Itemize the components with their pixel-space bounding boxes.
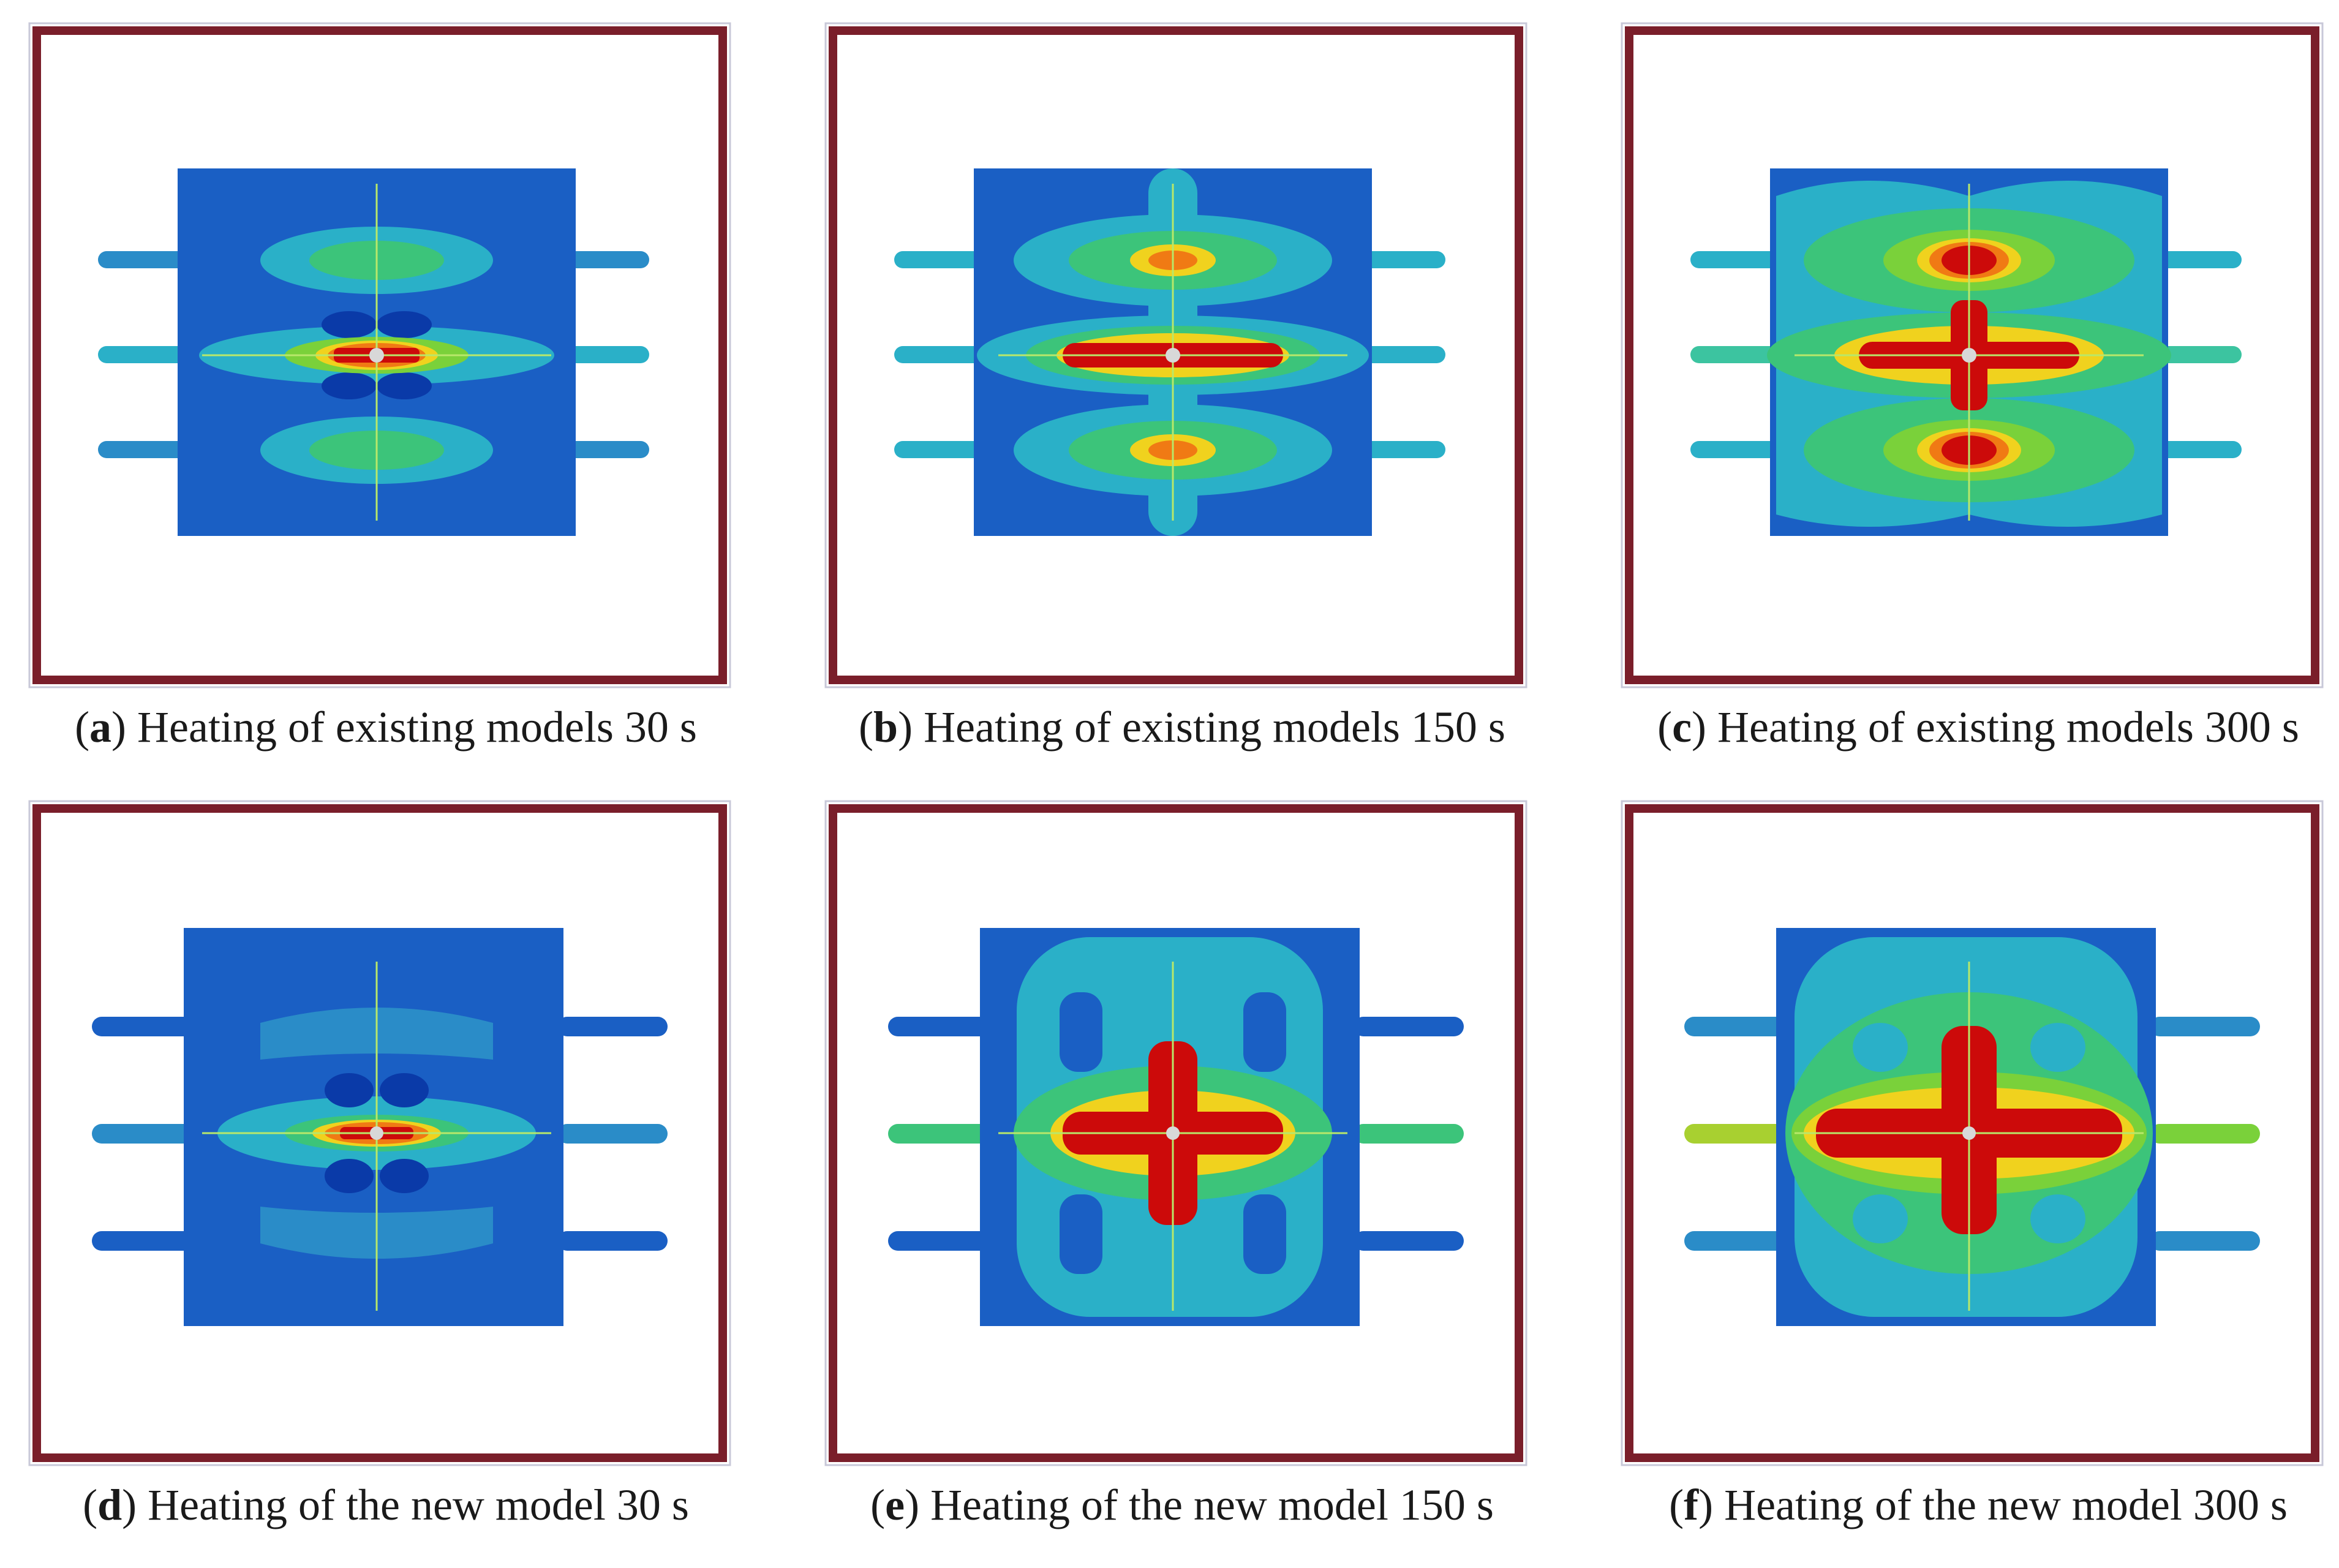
panel-c: (c) Heating of existing models 300 s	[1611, 12, 2339, 790]
tab-right	[557, 1017, 668, 1251]
tab-right	[1354, 1017, 1464, 1251]
tab-left	[894, 251, 986, 458]
tab-right	[1354, 251, 1445, 458]
panel-b: (b) Heating of existing models 150 s	[815, 12, 1550, 790]
caption-d: (d) Heating of the new model 30 s	[83, 1480, 689, 1529]
simulation-view-d	[18, 790, 753, 1470]
simulation-view-c	[1611, 12, 2339, 692]
panel-e: (e) Heating of the new model 150 s	[815, 790, 1550, 1568]
simulation-view-f	[1611, 790, 2339, 1470]
panel-a: (a) Heating of existing models 30 s	[18, 12, 753, 790]
tab-left	[1684, 1017, 1795, 1251]
tab-right	[2150, 251, 2242, 458]
tab-right	[2150, 1017, 2260, 1251]
simulation-view-b	[815, 12, 1550, 692]
caption-f: (f) Heating of the new model 300 s	[1669, 1480, 2288, 1529]
tab-left	[1690, 251, 1782, 458]
tab-right	[557, 251, 649, 458]
caption-e: (e) Heating of the new model 150 s	[870, 1480, 1494, 1529]
caption-c: (c) Heating of existing models 300 s	[1657, 703, 2299, 752]
simulation-view-e	[815, 790, 1550, 1470]
caption-b: (b) Heating of existing models 150 s	[859, 703, 1505, 752]
tab-left	[888, 1017, 998, 1251]
tab-left	[92, 1017, 202, 1251]
panel-d: (d) Heating of the new model 30 s	[18, 790, 753, 1568]
simulation-view-a	[18, 12, 753, 692]
caption-a: (a) Heating of existing models 30 s	[75, 703, 697, 752]
tab-left	[98, 251, 190, 458]
panel-f: (f) Heating of the new model 300 s	[1611, 790, 2339, 1568]
